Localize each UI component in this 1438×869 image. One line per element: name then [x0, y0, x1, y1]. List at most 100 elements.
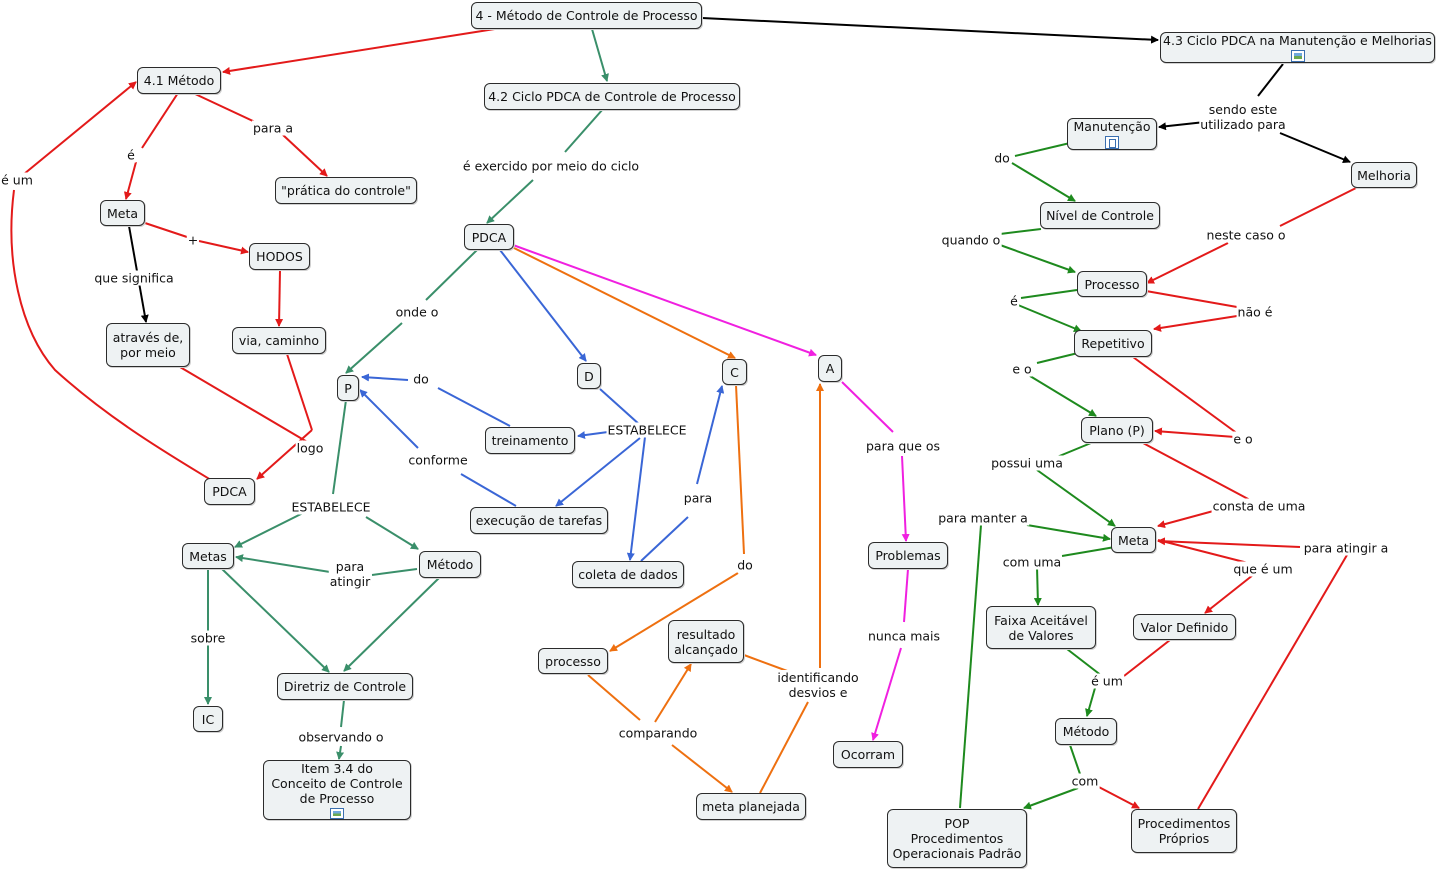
node-ciclo-43[interactable]: 4.3 Ciclo PDCA na Manutenção e Melhorias: [1160, 32, 1435, 63]
connector-89: [1157, 537, 1301, 548]
label-estabelece-p: ESTABELECE: [290, 499, 372, 515]
node-pratica[interactable]: "prática do controle": [275, 177, 417, 204]
node-ciclo-43-label: 4.3 Ciclo PDCA na Manutenção e Melhorias: [1163, 33, 1432, 48]
label-com: com: [1070, 773, 1100, 789]
node-d[interactable]: D: [577, 363, 601, 389]
connector-19: [564, 108, 604, 153]
node-pop[interactable]: POP Procedimentos Operacionais Padrão: [887, 809, 1027, 868]
node-atraves[interactable]: através de, por meio: [106, 323, 190, 367]
node-pdca-center[interactable]: PDCA: [464, 224, 514, 250]
node-hodos-label: HODOS: [256, 249, 303, 264]
connector-9: [256, 429, 313, 480]
node-resultado[interactable]: resultado alcançado: [668, 620, 744, 663]
connector-53: [512, 244, 817, 357]
connector-32: [336, 745, 345, 760]
node-execucao[interactable]: execução de tarefas: [470, 507, 608, 534]
label-e-um-left: é um: [0, 172, 34, 188]
node-hodos[interactable]: HODOS: [249, 243, 310, 270]
connector-84: [1157, 539, 1249, 564]
label-do-c: do: [736, 557, 754, 573]
node-meta-planejada-label: meta planejada: [702, 799, 800, 814]
connector-41: [359, 389, 419, 449]
node-diretriz[interactable]: Diretriz de Controle: [277, 673, 413, 700]
node-meta-planejada[interactable]: meta planejada: [696, 793, 806, 820]
node-p[interactable]: P: [337, 375, 359, 401]
node-pdca-left[interactable]: PDCA: [204, 478, 255, 505]
label-e: é: [126, 147, 136, 163]
node-manutencao-label: Manutenção: [1073, 119, 1151, 134]
connector-82: [1142, 442, 1251, 501]
node-a[interactable]: A: [818, 355, 842, 382]
node-metodo-41[interactable]: 4.1 Método: [137, 67, 221, 94]
node-coleta[interactable]: coleta de dados: [572, 561, 684, 588]
node-meta-left[interactable]: Meta: [100, 200, 145, 226]
node-execucao-label: execução de tarefas: [475, 513, 603, 528]
node-metas[interactable]: Metas: [182, 543, 234, 569]
node-faixa-label: Faixa Aceitável de Valores: [994, 612, 1088, 643]
node-processo-center[interactable]: processo: [538, 648, 608, 674]
node-repetitivo[interactable]: Repetitivo: [1074, 330, 1152, 357]
node-item34-label: Item 3.4 do Conceito de Controle de Proc…: [271, 761, 403, 806]
node-ocorram[interactable]: Ocorram: [833, 741, 903, 768]
connector-68: [959, 524, 982, 809]
connector-83: [1157, 509, 1218, 529]
connector-4: [282, 134, 328, 177]
node-ciclo-42[interactable]: 4.2 Ciclo PDCA de Controle de Processo: [484, 83, 740, 110]
node-valor-label: Valor Definido: [1140, 619, 1229, 635]
node-manutencao[interactable]: Manutenção: [1067, 118, 1157, 150]
node-processo-right[interactable]: Processo: [1077, 271, 1147, 297]
node-faixa[interactable]: Faixa Aceitável de Valores: [986, 606, 1096, 649]
connector-54: [841, 381, 894, 433]
node-treinamento[interactable]: treinamento: [485, 427, 575, 454]
image-icon[interactable]: [1290, 50, 1305, 62]
label-quando-o: quando o: [940, 232, 1002, 248]
connector-42: [640, 516, 689, 562]
connector-25: [365, 516, 419, 550]
connector-16: [1158, 121, 1206, 131]
node-plano[interactable]: Plano (P): [1081, 417, 1153, 443]
connector-29: [220, 567, 330, 673]
node-pratica-label: "prática do controle": [281, 183, 411, 198]
node-proprios[interactable]: Procedimentos Próprios: [1131, 809, 1237, 853]
node-meta-right[interactable]: Meta: [1111, 527, 1156, 553]
node-problemas[interactable]: Problemas: [868, 542, 948, 569]
connector-37: [626, 436, 646, 561]
image-icon[interactable]: [330, 808, 344, 819]
label-sobre: sobre: [189, 630, 227, 646]
node-ic[interactable]: IC: [193, 706, 223, 732]
connector-50: [743, 654, 791, 673]
label-neste-caso: neste caso o: [1205, 227, 1287, 243]
connector-24: [234, 512, 304, 548]
node-c-label: C: [730, 364, 739, 380]
node-main[interactable]: 4 - Método de Controle de Processo: [471, 2, 702, 29]
connector-18: [591, 28, 609, 82]
connector-48: [671, 744, 733, 793]
node-metodo-right[interactable]: Método: [1055, 718, 1117, 745]
node-nivel[interactable]: Nível de Controle: [1040, 202, 1160, 229]
node-ciclo-42-label: 4.2 Ciclo PDCA de Controle de Processo: [488, 89, 736, 104]
node-item34[interactable]: Item 3.4 do Conceito de Controle de Proc…: [263, 760, 411, 820]
node-via[interactable]: via, caminho: [232, 327, 326, 354]
connector-49: [654, 663, 692, 723]
sitemap-icon[interactable]: [1105, 136, 1119, 149]
label-que-significa: que significa: [93, 270, 175, 286]
label-e-r: é: [1009, 293, 1019, 309]
node-pdca-left-label: PDCA: [212, 484, 247, 499]
label-comparando: comparando: [617, 725, 699, 741]
node-metas-label: Metas: [189, 548, 227, 564]
connector-77: [1146, 242, 1229, 284]
node-repetitivo-label: Repetitivo: [1081, 336, 1145, 351]
connector-56: [903, 568, 909, 623]
connector-22: [345, 322, 403, 374]
connector-3: [192, 92, 256, 123]
node-valor[interactable]: Valor Definido: [1133, 614, 1236, 640]
node-c[interactable]: C: [722, 359, 747, 385]
node-metodo-right-label: Método: [1062, 724, 1110, 739]
connector-62: [1020, 289, 1078, 299]
node-treinamento-label: treinamento: [491, 433, 569, 448]
node-ocorram-label: Ocorram: [840, 747, 896, 762]
node-melhoria[interactable]: Melhoria: [1351, 162, 1417, 188]
node-metodo-center[interactable]: Método: [419, 551, 481, 578]
